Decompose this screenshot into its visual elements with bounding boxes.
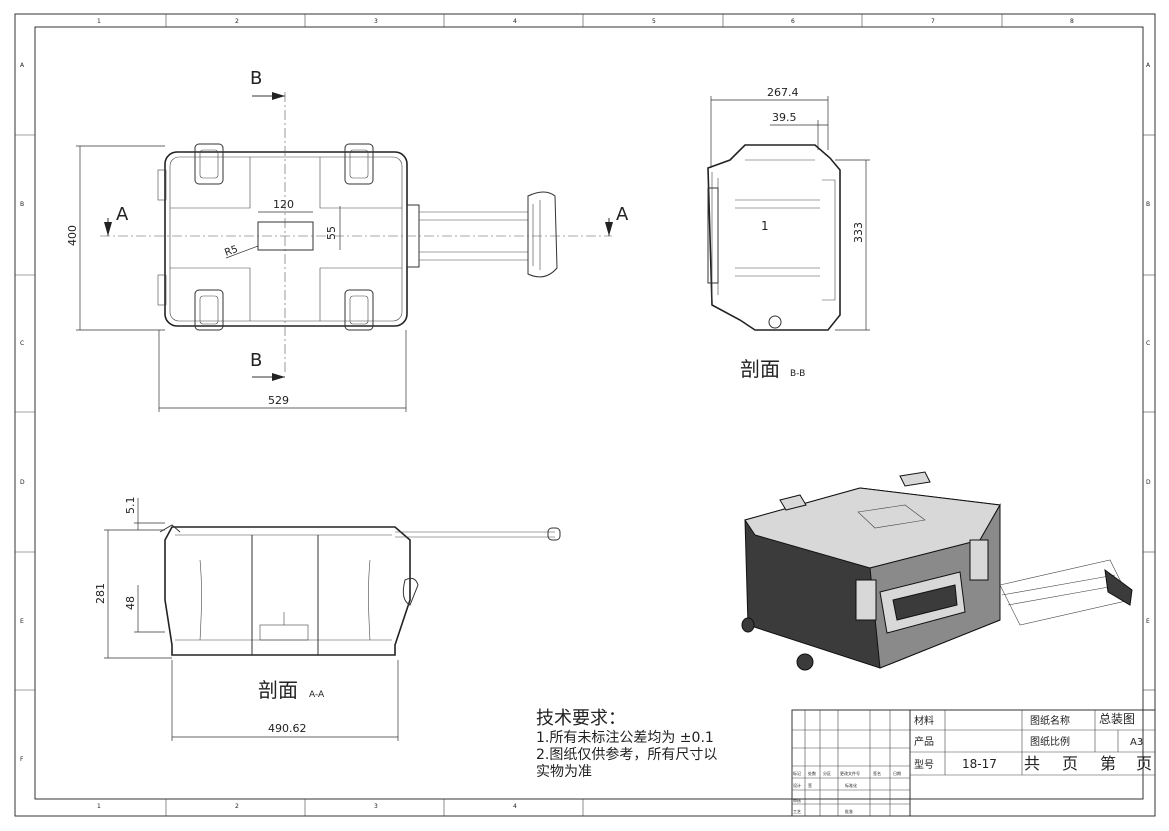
latch-bottom-right bbox=[344, 289, 374, 331]
zone-ticks bbox=[15, 14, 1155, 816]
tb-small-review: 审核 bbox=[793, 797, 801, 803]
tb-small-sign: 签名 bbox=[873, 770, 881, 776]
tb-material-label: 材料 bbox=[914, 714, 934, 727]
notes-line-2: 2.图纸仅供参考，所有尺寸以 bbox=[536, 746, 717, 763]
tb-small-process: 工艺 bbox=[793, 809, 801, 814]
col-label-1: 1 bbox=[97, 18, 101, 25]
row-label-b-right: B bbox=[1146, 201, 1150, 208]
iso-trolley-grip bbox=[1104, 568, 1133, 606]
dim-5-1: 5.1 bbox=[124, 497, 137, 515]
dim-333: 333 bbox=[852, 222, 865, 243]
latch-top-left bbox=[194, 143, 224, 185]
tb-scale-label: 图纸比例 bbox=[1030, 735, 1070, 748]
caption-bb-sub: B-B bbox=[790, 369, 805, 379]
row-label-e: E bbox=[20, 618, 24, 625]
side-outline bbox=[707, 144, 841, 331]
title-block: 标记 处数 分区 更改文件号 签名 日期 设计 签 标准化 审核 工艺 批准 材… bbox=[791, 709, 1156, 817]
col-label-5: 5 bbox=[652, 18, 656, 25]
section-b-top: B bbox=[250, 68, 262, 89]
notes-title: 技术要求： bbox=[536, 708, 626, 729]
col-label-8: 8 bbox=[1070, 18, 1074, 25]
caption-aa-sub: A-A bbox=[309, 690, 325, 700]
section-b-bottom: B bbox=[250, 350, 262, 371]
dim-width-529: 529 bbox=[268, 394, 289, 407]
dim-490-62: 490.62 bbox=[268, 722, 307, 735]
tb-drawing-name-label: 图纸名称 bbox=[1030, 714, 1070, 727]
tb-model-value: 18-17 bbox=[962, 757, 997, 771]
tb-small-standard: 标准化 bbox=[845, 782, 857, 788]
zone-labels: 1 2 3 4 5 6 7 8 1 2 3 4 A B C D E F A B … bbox=[20, 18, 1151, 810]
row-label-d-right: D bbox=[1146, 479, 1151, 486]
col-label-b2: 2 bbox=[235, 803, 239, 810]
col-label-b3: 3 bbox=[374, 803, 378, 810]
iso-latch-left bbox=[855, 579, 877, 621]
front-view: 281 5.1 48 490.62 剖面 A-A bbox=[94, 497, 561, 741]
tb-scale-value: A3 bbox=[1130, 737, 1143, 748]
dim-55: 55 bbox=[325, 226, 338, 240]
dim-120: 120 bbox=[273, 198, 294, 211]
section-a-right: A bbox=[616, 204, 629, 225]
dim-r5: R5 bbox=[223, 244, 239, 259]
latch-bottom-left bbox=[194, 289, 224, 331]
tb-small-count: 处数 bbox=[808, 770, 816, 776]
tb-small-doc: 更改文件号 bbox=[840, 770, 860, 776]
tb-model-label: 型号 bbox=[914, 758, 934, 771]
tb-sheet-num: 第 bbox=[1100, 754, 1116, 773]
technical-notes: 技术要求： 1.所有未标注公差均为 ±0.1 2.图纸仅供参考，所有尺寸以 实物… bbox=[536, 708, 717, 780]
col-label-7: 7 bbox=[931, 18, 935, 25]
dim-39-5: 39.5 bbox=[772, 111, 797, 124]
tb-small-approve: 批准 bbox=[845, 808, 853, 814]
section-a-left: A bbox=[116, 204, 129, 225]
tb-small-mark: 标记 bbox=[793, 770, 801, 776]
inner-frame bbox=[34, 26, 1144, 800]
side-part-mark: 1 bbox=[761, 219, 769, 233]
top-view: A A B B 529 400 120 55 R5 bbox=[66, 68, 629, 412]
col-label-2: 2 bbox=[235, 18, 239, 25]
tb-drawing-name-value: 总装图 bbox=[1099, 712, 1135, 726]
iso-latch-right bbox=[969, 539, 989, 581]
notes-line-1: 1.所有未标注公差均为 ±0.1 bbox=[536, 730, 714, 746]
col-label-6: 6 bbox=[791, 18, 795, 25]
row-label-c-right: C bbox=[1146, 340, 1150, 347]
tb-sheets-total: 共 bbox=[1024, 754, 1040, 773]
tb-small-signed: 签 bbox=[808, 782, 812, 788]
row-label-a-right: A bbox=[1146, 62, 1151, 69]
tb-small-date: 日期 bbox=[893, 770, 901, 776]
tb-sheets-unit-2: 页 bbox=[1136, 754, 1152, 773]
dim-48: 48 bbox=[124, 596, 137, 610]
col-label-b4: 4 bbox=[513, 803, 517, 810]
row-label-b: B bbox=[20, 201, 24, 208]
caption-aa-main: 剖面 bbox=[258, 678, 298, 702]
row-label-f: F bbox=[20, 756, 24, 763]
row-label-e-right: E bbox=[1146, 618, 1150, 625]
tb-sheets-unit-1: 页 bbox=[1062, 754, 1078, 773]
dim-267-4: 267.4 bbox=[767, 86, 799, 99]
trolley-grip bbox=[527, 191, 558, 278]
side-view: 1 267.4 39.5 333 剖面 B-B bbox=[707, 86, 870, 381]
caption-bb-main: 剖面 bbox=[740, 357, 780, 381]
tb-small-design: 设计 bbox=[793, 782, 801, 788]
tb-product-label: 产品 bbox=[914, 735, 934, 748]
dim-height-400: 400 bbox=[66, 225, 79, 246]
row-label-a: A bbox=[20, 62, 25, 69]
col-label-b1: 1 bbox=[97, 803, 101, 810]
dim-281: 281 bbox=[94, 583, 107, 604]
front-outline bbox=[164, 526, 411, 656]
row-label-c: C bbox=[20, 340, 24, 347]
tb-small-zone: 分区 bbox=[823, 770, 831, 776]
latch-top-right bbox=[344, 143, 374, 185]
notes-line-3: 实物为准 bbox=[536, 764, 592, 780]
case-outline bbox=[164, 151, 408, 327]
row-label-d: D bbox=[20, 479, 25, 486]
isometric-view bbox=[741, 471, 1133, 671]
col-label-3: 3 bbox=[374, 18, 378, 25]
col-label-4: 4 bbox=[513, 18, 517, 25]
outer-frame bbox=[14, 13, 1156, 817]
